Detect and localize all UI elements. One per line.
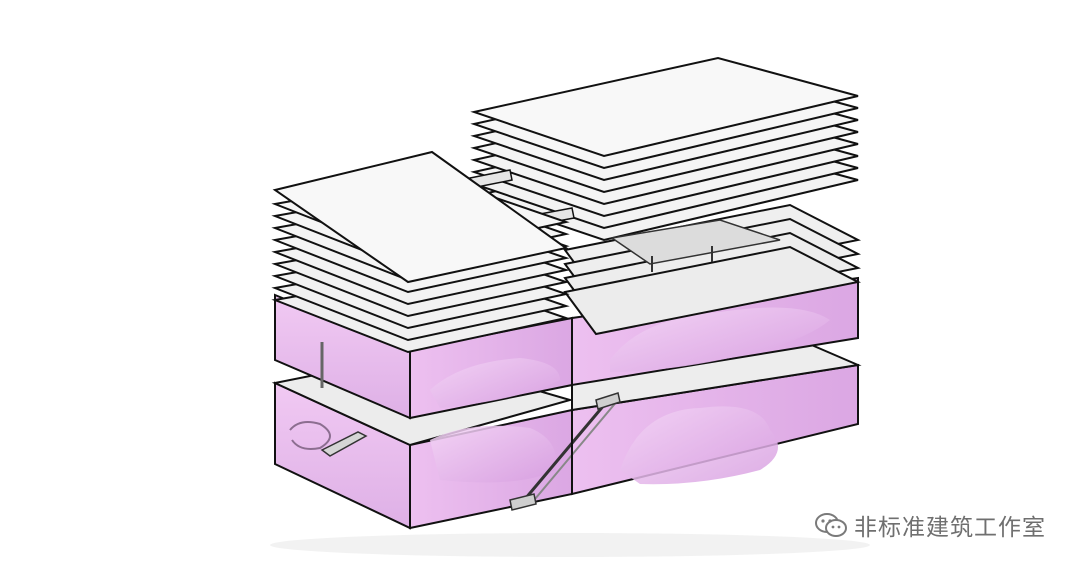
left-lower-pink-interior xyxy=(430,426,556,483)
wechat-icon xyxy=(814,511,848,539)
ground-shadow xyxy=(270,533,870,557)
watermark: 非标准建筑工作室 xyxy=(814,508,1046,542)
watermark-text: 非标准建筑工作室 xyxy=(854,508,1046,542)
